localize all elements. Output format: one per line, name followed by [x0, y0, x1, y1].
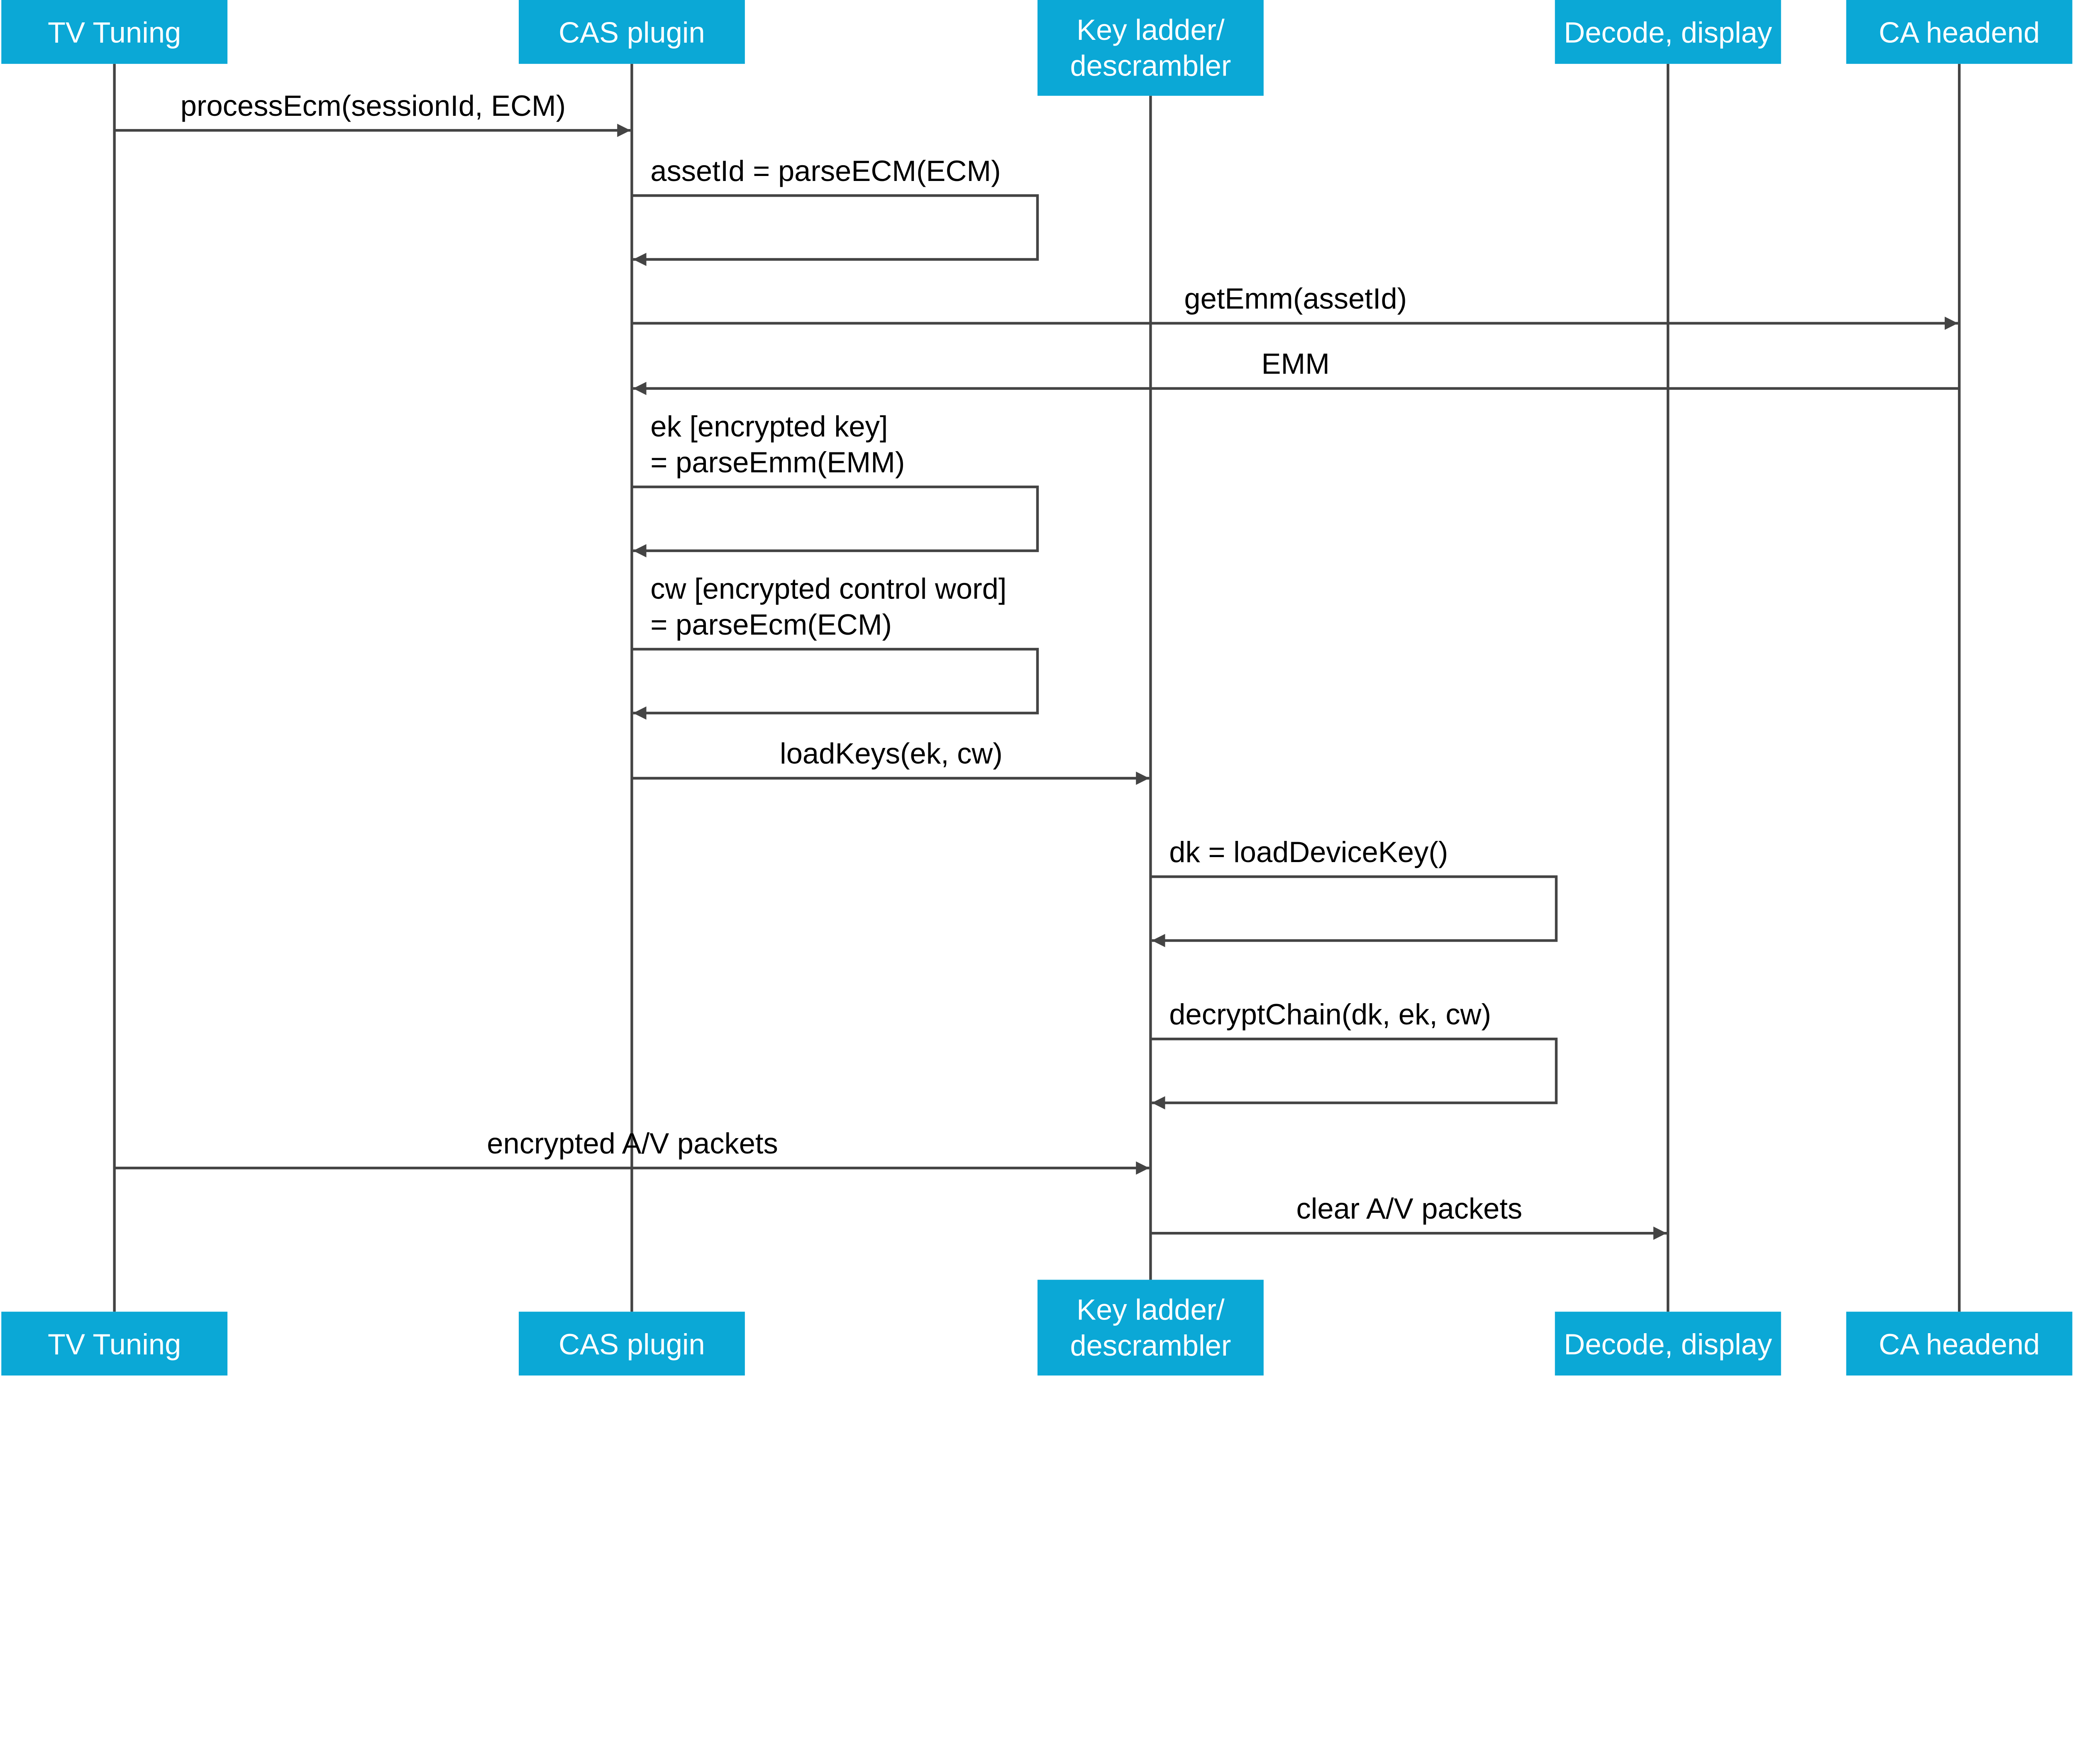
- participant-box: [1846, 1312, 2073, 1376]
- message-label: loadKeys(ek, cw): [780, 737, 1003, 770]
- self-message-arrow: [1150, 875, 1558, 948]
- participant-kl-bottom: Key ladder/descrambler: [1037, 1280, 1264, 1376]
- participant-box: [1, 0, 228, 64]
- message-label: EMM: [1262, 347, 1330, 380]
- participant-label: Decode, display: [1564, 16, 1772, 49]
- participant-box: [1555, 1312, 1781, 1376]
- message-label: processEcm(sessionId, ECM): [181, 89, 566, 122]
- message-label: cw [encrypted control word]: [650, 572, 1006, 605]
- participant-box: [1037, 1280, 1264, 1376]
- participant-dec-bottom: Decode, display: [1555, 1312, 1781, 1376]
- self-message-arrow: [632, 194, 1039, 266]
- sequence-diagram: processEcm(sessionId, ECM) assetId = pars…: [1, 0, 2073, 1376]
- lifelines: [113, 64, 1961, 1312]
- message-label: = parseEmm(EMM): [650, 446, 905, 479]
- participant-label: CA headend: [1879, 16, 2040, 49]
- participant-cas-top: CAS plugin: [518, 0, 745, 64]
- messages: processEcm(sessionId, ECM) assetId = pars…: [114, 89, 1960, 1240]
- message-2: getEmm(assetId): [632, 282, 1958, 330]
- self-message-arrow: [632, 647, 1039, 720]
- message-label: dk = loadDeviceKey(): [1169, 836, 1448, 868]
- participant-box: [1555, 0, 1781, 64]
- message-label: assetId = parseECM(ECM): [650, 154, 1001, 187]
- participant-label: CA headend: [1879, 1328, 2040, 1361]
- message-label: = parseEcm(ECM): [650, 608, 892, 641]
- participant-label: TV Tuning: [48, 16, 181, 49]
- message-label: decryptChain(dk, ek, cw): [1169, 998, 1491, 1031]
- message-0: processEcm(sessionId, ECM): [114, 89, 631, 137]
- message-label: ek [encrypted key]: [650, 410, 888, 442]
- participant-box: [1037, 0, 1264, 96]
- message-10: clear A/V packets: [1150, 1192, 1667, 1240]
- participant-tv-bottom: TV Tuning: [1, 1312, 228, 1376]
- message-4: ek [encrypted key] = parseEmm(EMM): [632, 410, 1039, 557]
- message-9: encrypted A/V packets: [114, 1127, 1150, 1175]
- participant-tv-top: TV Tuning: [1, 0, 228, 64]
- participant-box: [518, 1312, 745, 1376]
- participant-box: [518, 0, 745, 64]
- participant-label: TV Tuning: [48, 1328, 181, 1361]
- message-3: EMM: [633, 347, 1960, 395]
- participant-label: descrambler: [1070, 1329, 1231, 1362]
- participant-ca-bottom: CA headend: [1846, 1312, 2073, 1376]
- participant-ca-top: CA headend: [1846, 0, 2073, 64]
- participant-kl-top: Key ladder/descrambler: [1037, 0, 1264, 96]
- self-message-arrow: [632, 485, 1039, 557]
- self-message-arrow: [1150, 1037, 1558, 1110]
- participant-label: Key ladder/: [1077, 13, 1225, 46]
- participant-box: [1846, 0, 2073, 64]
- message-label: encrypted A/V packets: [487, 1127, 778, 1160]
- message-label: getEmm(assetId): [1184, 282, 1407, 315]
- message-7: dk = loadDeviceKey(): [1150, 836, 1558, 948]
- participant-dec-top: Decode, display: [1555, 0, 1781, 64]
- participant-label: CAS plugin: [559, 1328, 705, 1361]
- participant-box: [1, 1312, 228, 1376]
- message-8: decryptChain(dk, ek, cw): [1150, 998, 1558, 1110]
- participant-label: Key ladder/: [1077, 1293, 1225, 1326]
- participant-label: CAS plugin: [559, 16, 705, 49]
- participant-label: Decode, display: [1564, 1328, 1772, 1361]
- message-6: loadKeys(ek, cw): [632, 737, 1150, 785]
- message-1: assetId = parseECM(ECM): [632, 154, 1039, 266]
- message-5: cw [encrypted control word]= parseEcm(EC…: [632, 572, 1039, 720]
- participant-label: descrambler: [1070, 49, 1231, 82]
- participant-cas-bottom: CAS plugin: [518, 1312, 745, 1376]
- message-label: clear A/V packets: [1296, 1192, 1522, 1225]
